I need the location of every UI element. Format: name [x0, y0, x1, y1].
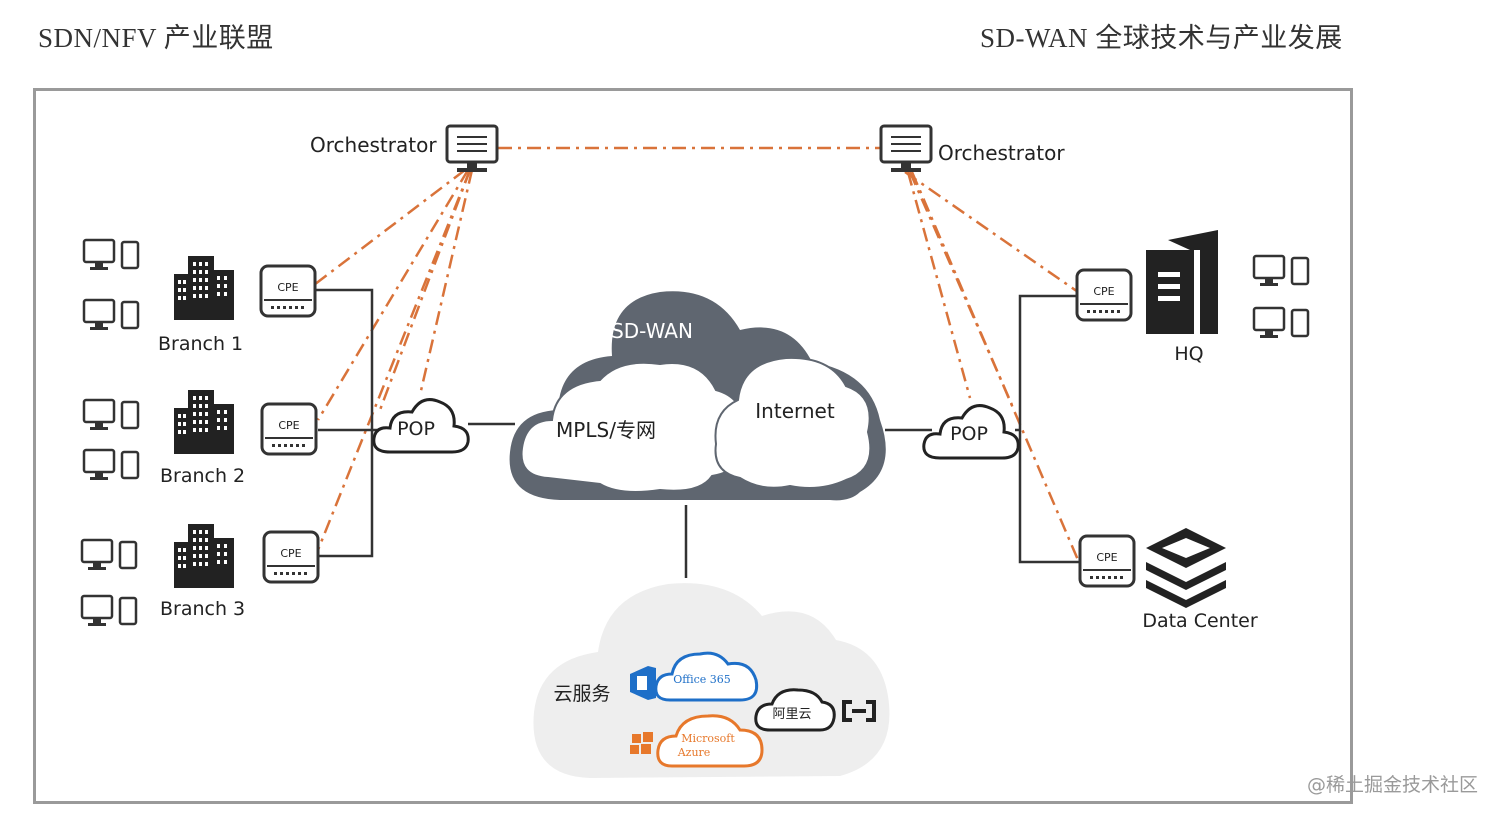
sdwan-core-cloud: SD-WAN MPLS/专网 Internet — [509, 291, 886, 501]
monitor-tablet-icon — [80, 538, 138, 572]
pop-label: POP — [950, 423, 988, 445]
internet-label: Internet — [755, 399, 835, 423]
cpe-label: CPE — [278, 419, 299, 432]
aliyun-label: 阿里云 — [772, 707, 811, 722]
pop-label: POP — [397, 418, 435, 440]
windows-flag-icon — [630, 732, 653, 754]
server-stack-icon — [1146, 528, 1226, 608]
orchestrator-left-label: Orchestrator — [310, 133, 437, 157]
monitor-tablet-icon — [1252, 306, 1310, 340]
azure-logo: Microsoft Azure — [630, 714, 764, 768]
cpe-label: CPE — [1096, 551, 1117, 564]
cpe-label: CPE — [277, 281, 298, 294]
building-icon — [174, 390, 234, 454]
orchestrator-right: Orchestrator — [879, 124, 1065, 174]
sdwan-label: SD-WAN — [611, 319, 693, 343]
solid-links — [314, 288, 1080, 578]
header-right-title: SD-WAN 全球技术与产业发展 — [980, 23, 1343, 53]
branch-label: Branch 3 — [160, 598, 245, 620]
branch-label: Branch 1 — [158, 333, 243, 355]
azure-label-line1: Microsoft — [681, 732, 735, 745]
orchestrator-right-label: Orchestrator — [938, 141, 1065, 165]
monitor-tablet-icon — [82, 448, 140, 482]
header-left-title: SDN/NFV 产业联盟 — [38, 23, 274, 53]
building-icon — [174, 256, 234, 320]
pop-right: POP — [922, 404, 1020, 460]
cpe-label: CPE — [280, 547, 301, 560]
cloud-services-title: 云服务 — [553, 683, 610, 705]
branch-2: Branch 2 CPE — [82, 390, 318, 487]
site-data-center: CPE Data Center — [1078, 528, 1258, 632]
office365-label: Office 365 — [673, 673, 731, 686]
azure-label-line2: Azure — [677, 746, 711, 759]
site-hq: CPE HQ — [1075, 230, 1310, 365]
hq-label: HQ — [1174, 343, 1203, 365]
cpe-label: CPE — [1093, 285, 1114, 298]
pop-left: POP — [372, 398, 470, 454]
monitor-tablet-icon — [82, 398, 140, 432]
data-center-label: Data Center — [1142, 610, 1258, 632]
aliyun-logo: 阿里云 — [754, 688, 876, 732]
watermark: @稀土掘金技术社区 — [1306, 774, 1478, 796]
monitor-tablet-icon — [1252, 254, 1310, 288]
branch-1: Branch 1 CPE — [82, 238, 317, 355]
aliyun-brackets-icon — [842, 700, 876, 722]
office365-logo: Office 365 — [630, 651, 759, 702]
branch-label: Branch 2 — [160, 465, 245, 487]
orchestrator-monitor-icon — [879, 124, 933, 174]
mpls-label: MPLS/专网 — [556, 418, 656, 442]
orchestrator-monitor-icon — [445, 124, 499, 174]
orchestrator-links — [309, 146, 1080, 561]
orchestrator-left: Orchestrator — [310, 124, 499, 174]
cloud-services: 云服务 Office 365 阿里云 — [533, 583, 890, 778]
monitor-tablet-icon — [82, 238, 140, 272]
building-icon — [174, 524, 234, 588]
monitor-tablet-icon — [80, 594, 138, 628]
monitor-tablet-icon — [82, 298, 140, 332]
hq-building-icon — [1146, 230, 1218, 334]
branch-3: Branch 3 CPE — [80, 524, 320, 628]
